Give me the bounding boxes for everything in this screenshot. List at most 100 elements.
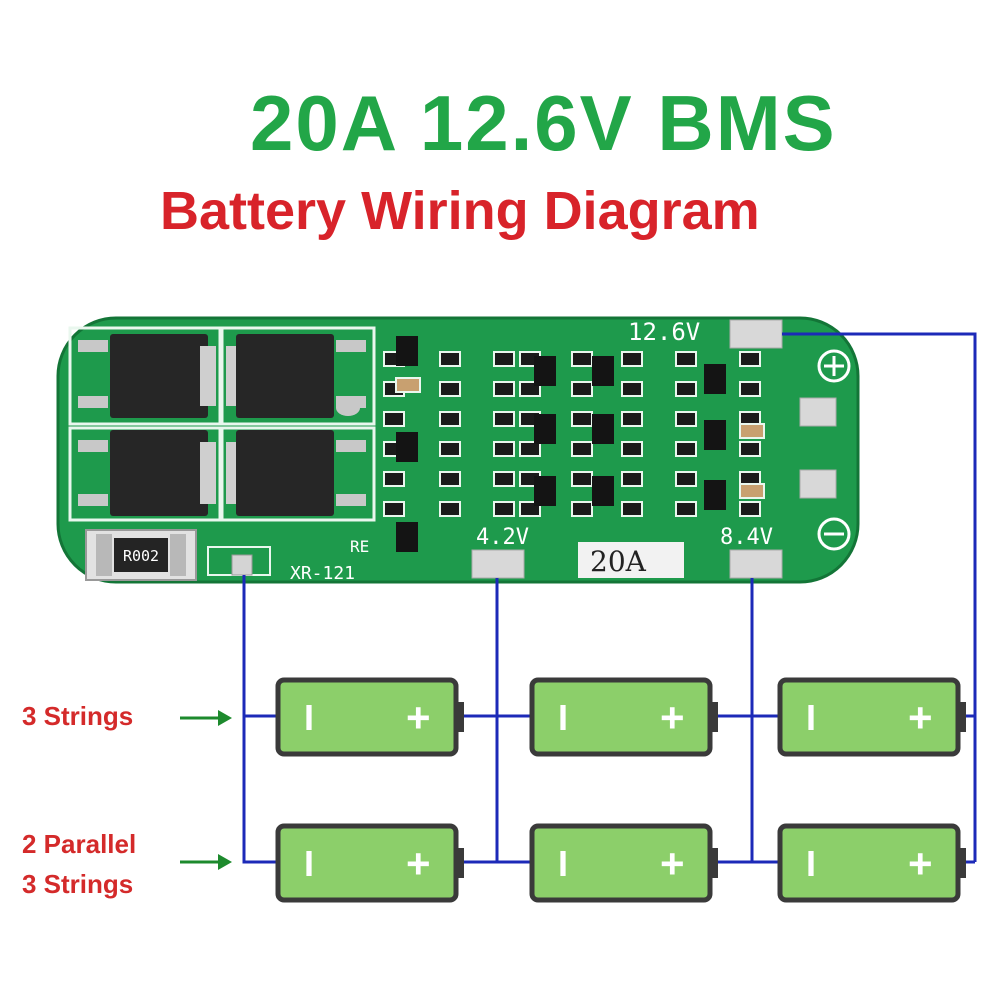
positive-terminal-label: + bbox=[406, 840, 431, 887]
smd-part bbox=[439, 471, 461, 487]
smd-part bbox=[621, 441, 643, 457]
solder-joint bbox=[336, 400, 360, 416]
re-mark: RE bbox=[350, 537, 369, 556]
arrow-row2-icon bbox=[180, 854, 232, 870]
arrow-row1-icon bbox=[180, 710, 232, 726]
smd-part bbox=[704, 420, 726, 450]
row-label-3-strings: 3 Strings bbox=[22, 701, 134, 731]
smd-part bbox=[675, 501, 697, 517]
pad-p-minus bbox=[799, 469, 837, 499]
mosfet bbox=[78, 430, 216, 516]
smd-part bbox=[493, 441, 515, 457]
smd-part bbox=[571, 471, 593, 487]
mosfet bbox=[226, 430, 366, 516]
smd-part bbox=[739, 483, 765, 499]
pad-4v2 bbox=[471, 549, 525, 579]
diagram-title: 20A 12.6V BMS bbox=[250, 79, 837, 167]
smd-components bbox=[336, 336, 765, 552]
resistor-code: R002 bbox=[123, 547, 159, 565]
smd-part bbox=[592, 476, 614, 506]
diagram-subtitle: Battery Wiring Diagram bbox=[160, 181, 760, 241]
smd-part bbox=[675, 441, 697, 457]
pad-8v4 bbox=[729, 549, 783, 579]
smd-part bbox=[571, 381, 593, 397]
negative-terminal-label: I bbox=[558, 843, 568, 884]
smd-part bbox=[621, 471, 643, 487]
smd-part bbox=[439, 441, 461, 457]
battery-cell: I+ bbox=[777, 677, 966, 757]
smd-part bbox=[534, 414, 556, 444]
smd-part bbox=[383, 501, 405, 517]
smd-part bbox=[739, 423, 765, 439]
battery-cells: I+I+I+I+I+I+ bbox=[275, 677, 966, 903]
smd-part bbox=[439, 351, 461, 367]
smd-part bbox=[519, 441, 541, 457]
negative-terminal-label: I bbox=[806, 697, 816, 738]
smd-part bbox=[571, 501, 593, 517]
smd-part bbox=[621, 501, 643, 517]
mosfet bbox=[78, 334, 216, 418]
smd-part bbox=[675, 471, 697, 487]
positive-terminal-label: + bbox=[908, 840, 933, 887]
plus-symbol-icon bbox=[817, 349, 851, 383]
positive-terminal-label: + bbox=[660, 840, 685, 887]
smd-part bbox=[493, 351, 515, 367]
smd-part bbox=[739, 381, 761, 397]
negative-terminal-label: I bbox=[806, 843, 816, 884]
smd-part bbox=[396, 432, 418, 462]
smd-part bbox=[534, 476, 556, 506]
smd-part bbox=[621, 411, 643, 427]
smd-part bbox=[675, 381, 697, 397]
smd-part bbox=[704, 364, 726, 394]
smd-part bbox=[383, 471, 405, 487]
battery-cell: I+ bbox=[529, 677, 718, 757]
smd-part bbox=[396, 522, 418, 552]
smd-part bbox=[571, 411, 593, 427]
wire-12v6 bbox=[782, 332, 977, 862]
smd-part bbox=[704, 480, 726, 510]
negative-terminal-label: I bbox=[304, 843, 314, 884]
smd-part bbox=[439, 381, 461, 397]
smd-part bbox=[675, 411, 697, 427]
negative-terminal-label: I bbox=[558, 697, 568, 738]
negative-terminal-label: I bbox=[304, 697, 314, 738]
positive-terminal-label: + bbox=[660, 694, 685, 741]
smd-part bbox=[739, 441, 761, 457]
pad-p-plus bbox=[799, 397, 837, 427]
positive-terminal-label: + bbox=[908, 694, 933, 741]
pad-12v6 bbox=[729, 319, 783, 349]
smd-part bbox=[439, 501, 461, 517]
smd-part bbox=[439, 411, 461, 427]
smd-part bbox=[395, 377, 421, 393]
smd-part bbox=[383, 411, 405, 427]
smd-part bbox=[493, 411, 515, 427]
smd-part bbox=[493, 471, 515, 487]
row-label-strings: 3 Strings bbox=[22, 869, 134, 899]
smd-part bbox=[534, 356, 556, 386]
smd-part bbox=[592, 414, 614, 444]
battery-cell: I+ bbox=[275, 677, 464, 757]
smd-part bbox=[739, 501, 761, 517]
minus-symbol-icon bbox=[817, 517, 851, 551]
wire-b-minus bbox=[242, 575, 276, 864]
smd-part bbox=[493, 501, 515, 517]
smd-part bbox=[571, 441, 593, 457]
battery-cell: I+ bbox=[777, 823, 966, 903]
voltage-label-12v6: 12.6V bbox=[628, 318, 700, 346]
board-model: XR-121 bbox=[290, 563, 355, 584]
smd-part bbox=[493, 381, 515, 397]
row-label-parallel: 2 Parallel bbox=[22, 829, 137, 859]
smd-part bbox=[621, 381, 643, 397]
smd-part bbox=[675, 351, 697, 367]
smd-part bbox=[621, 351, 643, 367]
voltage-label-8v4: 8.4V bbox=[720, 525, 773, 550]
shunt-resistor bbox=[85, 529, 197, 581]
battery-cell: I+ bbox=[275, 823, 464, 903]
bms-board: R002 bbox=[56, 316, 860, 584]
voltage-label-4v2: 4.2V bbox=[476, 525, 529, 550]
current-rating: 20A bbox=[590, 545, 647, 578]
smd-part bbox=[592, 356, 614, 386]
pad-b-minus bbox=[207, 546, 271, 576]
battery-cell: I+ bbox=[529, 823, 718, 903]
